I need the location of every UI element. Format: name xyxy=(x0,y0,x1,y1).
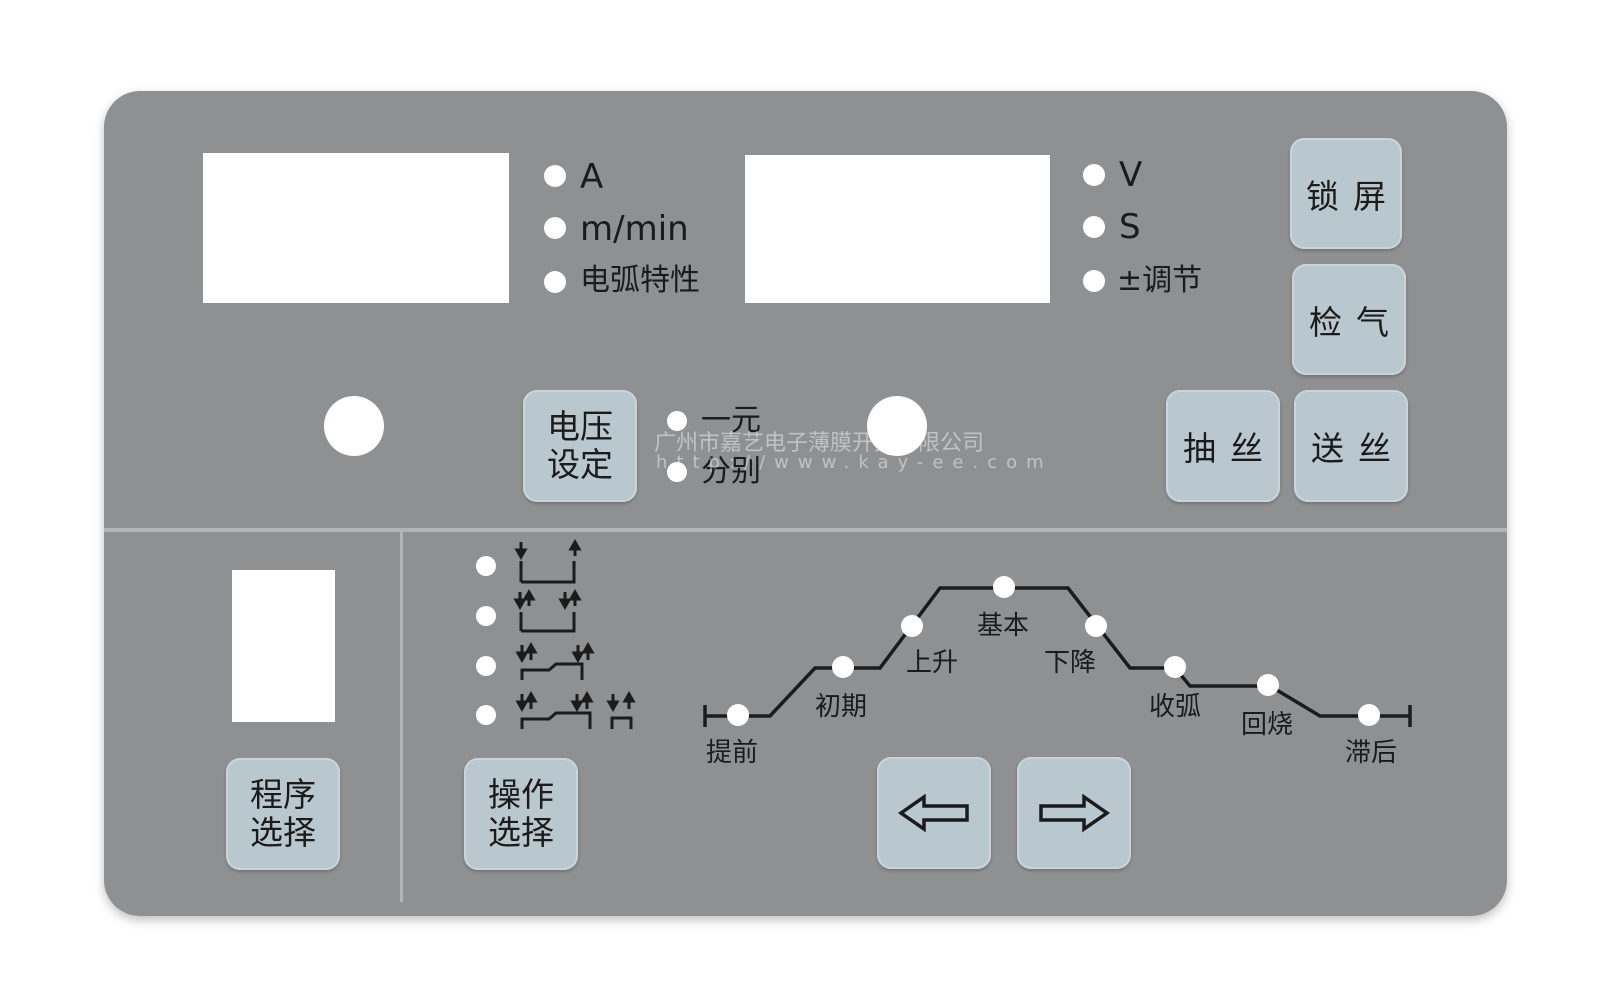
mode-4t-icon xyxy=(513,588,582,633)
indicator-led-unified xyxy=(667,411,687,431)
indicator-led-wire-speed xyxy=(544,217,566,239)
stage-led-postflow xyxy=(1358,704,1380,726)
lock-screen-button[interactable]: 锁屏 xyxy=(1290,138,1402,249)
right-display-window xyxy=(745,155,1050,303)
program-display-window xyxy=(232,570,335,722)
indicator-led-arc-character xyxy=(544,271,566,293)
stage-label-upslope: 上升 xyxy=(906,648,959,678)
stage-led-downslope xyxy=(1085,615,1107,637)
right-knob-hole[interactable] xyxy=(867,396,927,456)
indicator-led-separate xyxy=(667,462,687,482)
gas-check-button[interactable]: 检气 xyxy=(1292,264,1406,375)
unit-label-arc-character: 电弧特性 xyxy=(580,263,700,298)
panel-divider-vertical xyxy=(400,532,403,902)
arrow-right-icon xyxy=(1039,793,1111,833)
stage-label-downslope: 下降 xyxy=(1044,648,1097,678)
watermark-url: http://www.kay-ee.com xyxy=(656,452,1053,473)
stage-label-burnback: 回烧 xyxy=(1241,710,1294,740)
stage-led-preflow xyxy=(727,704,749,726)
wire-feed-label: 送丝 xyxy=(1311,429,1405,468)
unit-label-volts: V xyxy=(1119,155,1143,195)
stage-label-crater: 收弧 xyxy=(1149,692,1202,722)
left-knob-hole[interactable] xyxy=(324,396,384,456)
stage-label-initial: 初期 xyxy=(815,692,868,722)
unit-label-adjust: ±调节 xyxy=(1117,263,1203,298)
mode-label-separate: 分别 xyxy=(701,454,761,489)
voltage-set-line2: 设定 xyxy=(547,445,613,484)
gas-check-label: 检气 xyxy=(1309,302,1403,342)
program-select-line1: 程序 xyxy=(250,775,316,814)
mode-spot-icon xyxy=(515,690,636,729)
stage-led-base xyxy=(993,576,1015,598)
indicator-led-mode-4t xyxy=(476,606,496,626)
voltage-set-line1: 电压 xyxy=(547,407,613,446)
unit-label-amps: A xyxy=(580,157,604,197)
mode-special-4t-icon xyxy=(515,641,595,680)
wire-retract-label: 抽丝 xyxy=(1183,429,1277,468)
stage-led-crater xyxy=(1164,656,1186,678)
watermark-company: 广州市嘉艺电子薄膜开关有限公司 xyxy=(654,431,985,456)
operation-select-button[interactable]: 操作 选择 xyxy=(464,758,578,870)
left-display-window xyxy=(203,153,509,303)
indicator-led-amps xyxy=(544,165,566,187)
mode-2t-icon xyxy=(514,538,582,584)
stage-label-preflow: 提前 xyxy=(706,738,759,768)
arrow-left-icon xyxy=(897,793,969,833)
stage-led-initial xyxy=(832,656,854,678)
unit-label-seconds: S xyxy=(1119,207,1141,247)
previous-stage-button[interactable] xyxy=(877,757,991,869)
wire-feed-button[interactable]: 送丝 xyxy=(1294,390,1408,502)
indicator-led-seconds xyxy=(1083,216,1105,238)
stage-label-base: 基本 xyxy=(977,611,1030,641)
next-stage-button[interactable] xyxy=(1017,757,1131,869)
unit-label-wire-speed: m/min xyxy=(580,209,689,249)
program-select-button[interactable]: 程序 选择 xyxy=(226,758,340,870)
lock-screen-label: 锁屏 xyxy=(1306,176,1400,216)
indicator-led-mode-2t xyxy=(476,556,496,576)
voltage-set-button[interactable]: 电压 设定 xyxy=(523,390,637,502)
stage-led-upslope xyxy=(901,615,923,637)
operation-select-line1: 操作 xyxy=(488,775,554,814)
operation-select-line2: 选择 xyxy=(488,813,554,852)
indicator-led-mode-special xyxy=(476,656,496,676)
indicator-led-mode-spot xyxy=(476,705,496,725)
wire-retract-button[interactable]: 抽丝 xyxy=(1166,390,1280,502)
panel-divider-horizontal xyxy=(104,528,1507,532)
stage-label-postflow: 滞后 xyxy=(1345,738,1398,768)
indicator-led-volts xyxy=(1083,164,1105,186)
program-select-line2: 选择 xyxy=(250,813,316,852)
indicator-led-adjust xyxy=(1083,270,1105,292)
stage-led-burnback xyxy=(1257,674,1279,696)
mode-label-unified: 一元 xyxy=(701,403,761,438)
